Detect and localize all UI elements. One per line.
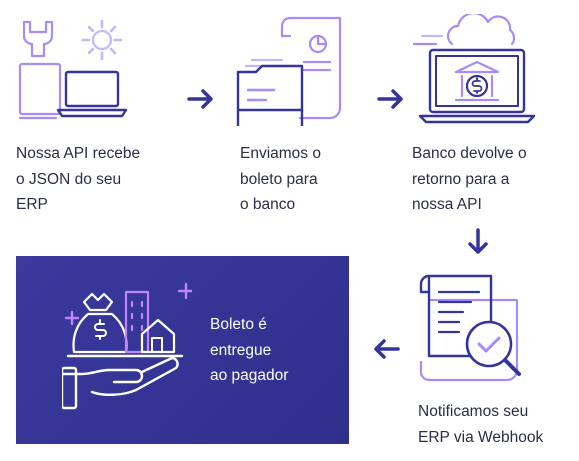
wrench-gear-laptop-icon [18,19,128,120]
arrow-right-icon [187,89,213,109]
step-5-label: Boleto é entregue ao pagador [210,316,289,384]
arrow-left-icon [374,339,400,359]
hand-money-bag-building-icon [62,282,192,410]
step-2-label: Enviamos o boleto para o banco [240,145,321,213]
step-4-label: Notificamos seu ERP via Webhook [418,403,544,446]
step-1-label: Nossa API recebe o JSON do seu ERP [16,145,141,213]
cloud-laptop-bank-icon [412,14,536,124]
delivered-card: Boleto é entregue ao pagador [16,256,349,444]
folder-document-icon [236,16,342,126]
arrow-right-icon [377,89,403,109]
arrow-down-icon [468,228,488,254]
document-magnifier-check-icon [419,274,521,382]
step-3-label: Banco devolve o retorno para a nossa API [412,145,527,213]
